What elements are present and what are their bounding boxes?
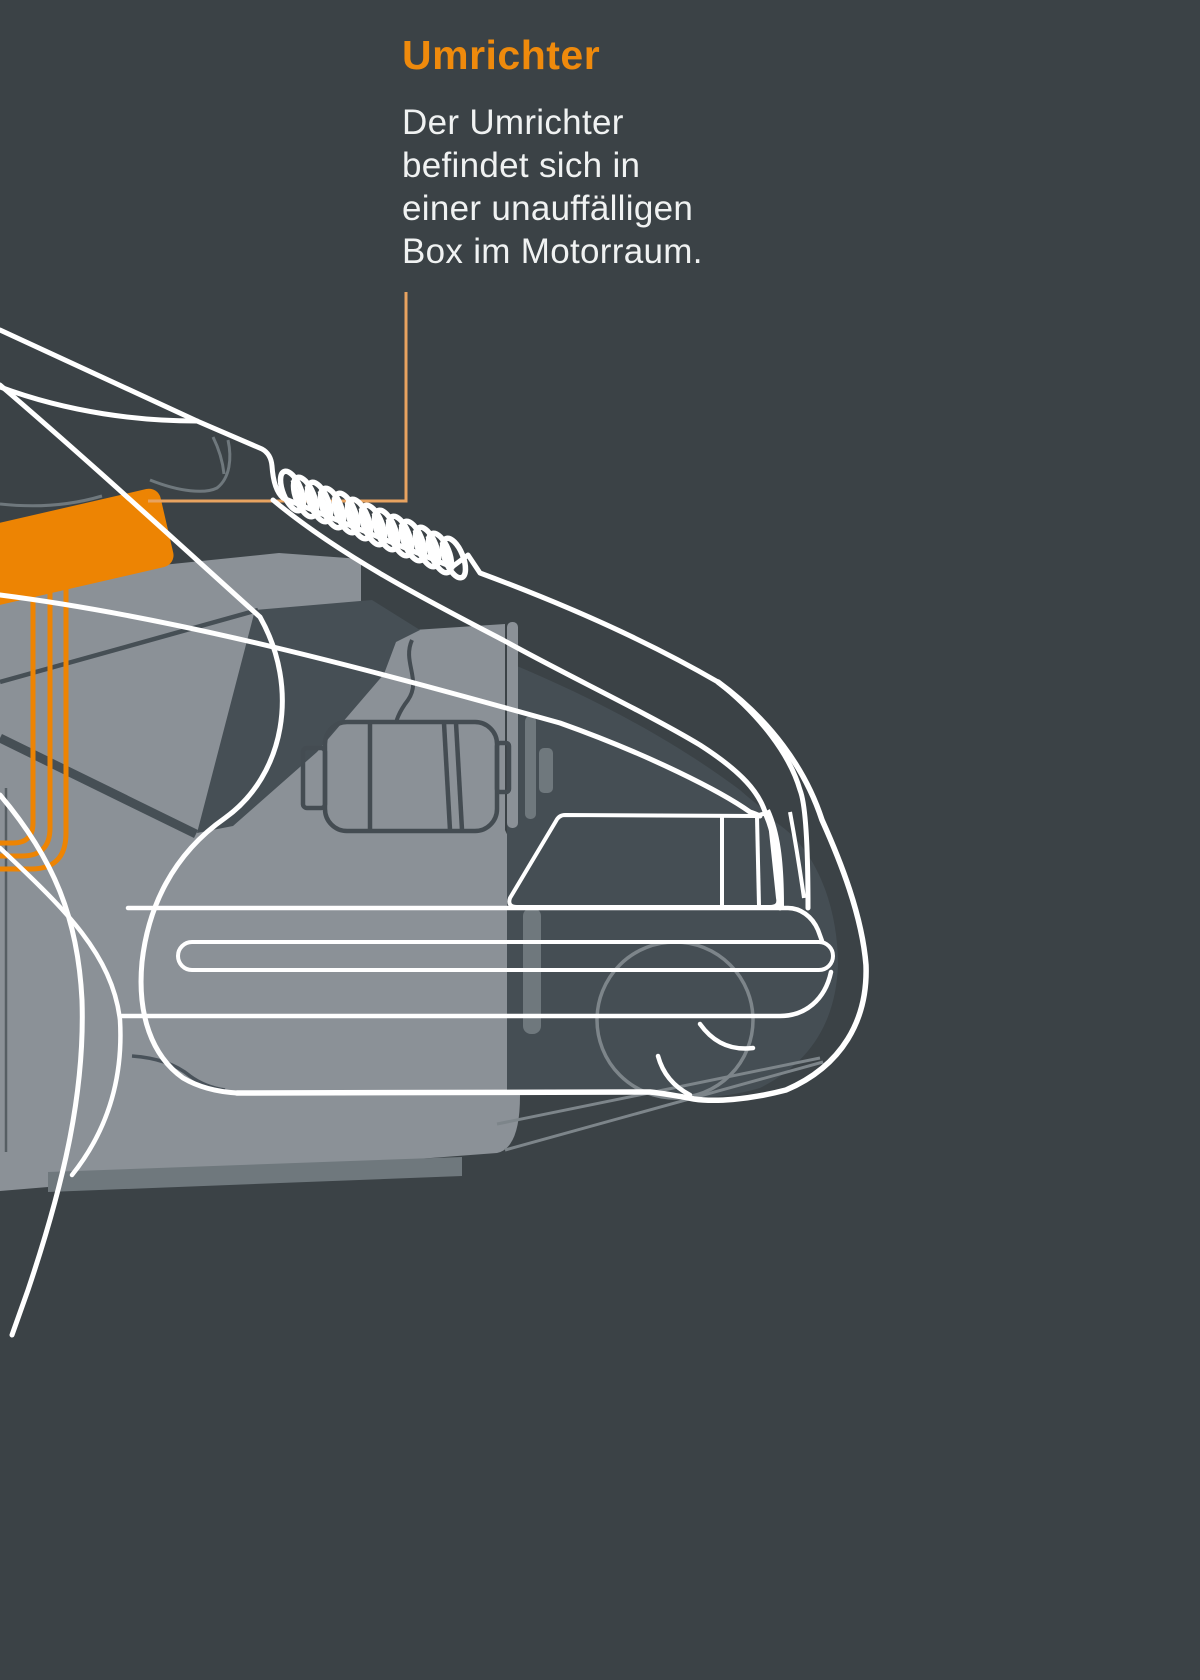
bumper-top-line [125, 905, 825, 944]
nose-hook-lower [655, 1053, 693, 1098]
headlight [507, 809, 806, 909]
inverter-cables [0, 588, 69, 872]
annotation-line: einer unauffälligen [402, 189, 694, 229]
annotation-block: Umrichter Der Umrichter befindet sich in… [402, 32, 822, 273]
engine-bay-shadows [0, 600, 838, 1098]
bumper-bottom-line [119, 969, 834, 1019]
electric-motor [300, 639, 512, 834]
nose-hook-upper [697, 1021, 756, 1051]
windshield-base-line [0, 384, 200, 424]
car-outline [0, 327, 869, 1338]
car-body-silhouette [0, 553, 520, 1192]
annotation-description: Der Umrichter befindet sich in einer una… [402, 101, 822, 273]
wheel-arc-outer [0, 792, 85, 1338]
a-pillar-line [0, 327, 200, 424]
annotation-line: befindet sich in [402, 146, 641, 186]
annotation-line: Der Umrichter [402, 103, 624, 143]
sill-strip [48, 1157, 462, 1192]
leader-line [148, 292, 408, 503]
bumper-bay-shadow [507, 662, 838, 1098]
motor-left-tab [300, 745, 328, 811]
hood-edge-line [194, 418, 811, 911]
hood-lower-line [0, 592, 763, 819]
front-contour [234, 679, 869, 1104]
corrugated-duct [277, 468, 469, 581]
inverter-box [0, 488, 174, 614]
annotation-title: Umrichter [402, 32, 601, 78]
annotation-line: Box im Motorraum. [402, 232, 703, 272]
motor-right-tab [494, 740, 512, 795]
cowl-trim-lines [0, 436, 232, 508]
wheel-arc-mid [0, 845, 123, 1178]
fender-wheel-arch-line [0, 382, 285, 1096]
bumper-strip [176, 940, 835, 972]
